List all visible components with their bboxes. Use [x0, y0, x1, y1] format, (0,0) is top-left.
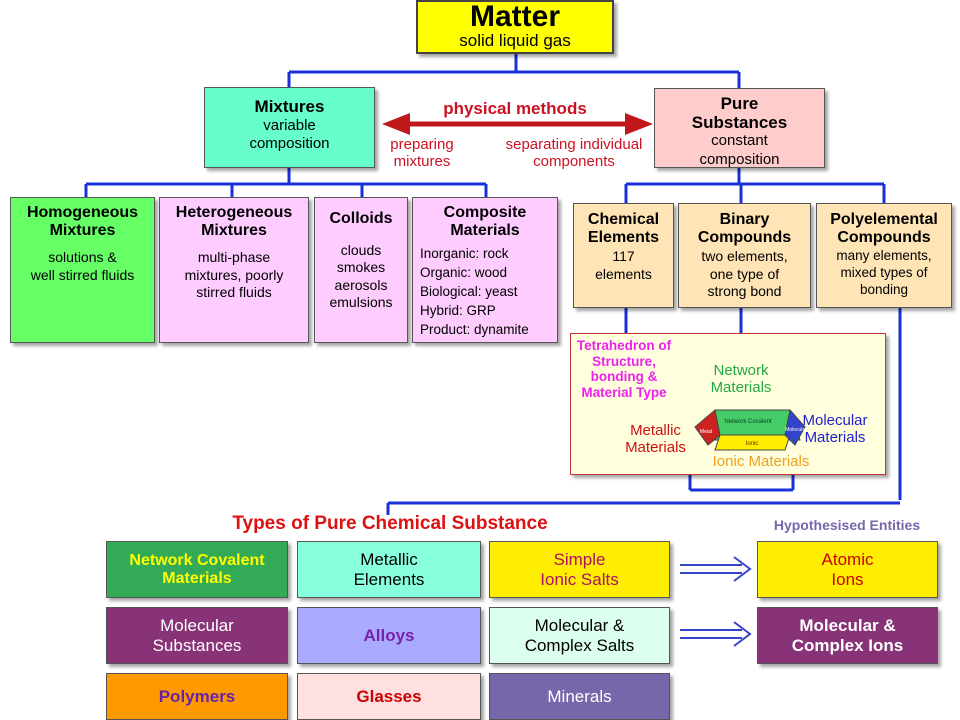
alloys-box: Alloys: [297, 607, 481, 664]
hypothesised-entities-label: Hypothesised Entities: [773, 517, 921, 533]
network-covalent-label: Network Covalent Materials: [129, 551, 265, 587]
atomic-ions-box: Atomic Ions: [757, 541, 938, 598]
glasses-box: Glasses: [297, 673, 481, 720]
polymers-box: Polymers: [106, 673, 288, 720]
pure-substances-box: Pure Substances constant composition: [654, 88, 825, 168]
binary-compounds-title: Binary Compounds: [697, 211, 792, 246]
mixtures-box: Mixtures variable composition: [204, 87, 375, 168]
polyelemental-text: many elements, mixed types of bonding: [836, 248, 932, 297]
simple-ionic-salts-label: Simple Ionic Salts: [540, 550, 619, 589]
heterogeneous-text: multi-phase mixtures, poorly stirred flu…: [184, 249, 284, 301]
binary-compounds-box: Binary Compounds two elements, one type …: [678, 203, 811, 308]
binary-compounds-text: two elements, one type of strong bond: [701, 248, 788, 300]
heterogeneous-mixtures-box: Heterogeneous Mixtures multi-phase mixtu…: [159, 197, 309, 343]
mixtures-subtitle: variable composition: [249, 116, 330, 153]
face-network-label: Network Covalent: [724, 419, 772, 425]
composite-title: Composite Materials: [443, 204, 527, 239]
chemical-elements-text: 117 elements: [595, 248, 652, 282]
minerals-box: Minerals: [489, 673, 670, 720]
tetrahedron-graphic: Network Covalent Metal Ionic Molecular: [694, 408, 807, 451]
mixtures-title: Mixtures: [254, 97, 325, 116]
face-metal-label: Metal: [700, 429, 712, 435]
face-ionic-label: Ionic: [746, 441, 759, 447]
homogeneous-text: solutions & well stirred fluids: [30, 249, 135, 283]
network-covalent-materials-box: Network Covalent Materials: [106, 541, 288, 598]
homogeneous-title: Homogeneous Mixtures: [26, 204, 139, 239]
matter-subtitle: solid liquid gas: [459, 31, 571, 50]
colloids-text: clouds smokes aerosols emulsions: [329, 241, 393, 311]
separating-components-label: separating individual components: [505, 136, 643, 171]
molecular-materials-label: Molecular Materials: [802, 412, 868, 447]
metallic-materials-label: Metallic Materials: [625, 422, 686, 457]
composite-text: Inorganic: rock Organic: wood Biological…: [420, 246, 529, 337]
molecular-complex-ions-box: Molecular & Complex Ions: [757, 607, 938, 664]
homogeneous-mixtures-box: Homogeneous Mixtures solutions & well st…: [10, 197, 155, 343]
pure-substances-subtitle: constant composition: [699, 132, 780, 169]
matter-box: Matter solid liquid gas: [416, 0, 614, 54]
molecular-complex-salts-box: Molecular & Complex Salts: [489, 607, 670, 664]
polyelemental-compounds-box: Polyelemental Compounds many elements, m…: [816, 203, 952, 308]
molecular-complex-salts-label: Molecular & Complex Salts: [524, 616, 635, 655]
ionic-materials-label: Ionic Materials: [712, 453, 810, 470]
matter-title: Matter: [469, 0, 560, 33]
glasses-label: Glasses: [356, 686, 422, 706]
composite-materials-box: Composite Materials Inorganic: rock Orga…: [412, 197, 558, 343]
colloids-box: Colloids clouds smokes aerosols emulsion…: [314, 197, 408, 343]
molecular-substances-label: Molecular Substances: [152, 616, 242, 655]
metallic-elements-box: Metallic Elements: [297, 541, 481, 598]
types-title: Types of Pure Chemical Substance: [232, 513, 548, 534]
tetrahedron-panel: [570, 333, 886, 475]
metallic-elements-label: Metallic Elements: [353, 550, 425, 589]
tetrahedron-title: Tetrahedron of Structure, bonding & Mate…: [576, 338, 672, 400]
network-materials-label: Network Materials: [710, 362, 772, 397]
physical-methods-label: physical methods: [443, 99, 587, 118]
heterogeneous-title: Heterogeneous Mixtures: [175, 204, 293, 239]
chemical-elements-title: Chemical Elements: [587, 211, 660, 246]
molecular-complex-ions-label: Molecular & Complex Ions: [791, 616, 904, 655]
polymers-label: Polymers: [158, 686, 236, 706]
preparing-mixtures-label: preparing mixtures: [390, 136, 454, 171]
molecular-substances-box: Molecular Substances: [106, 607, 288, 664]
pure-substances-title: Pure Substances: [691, 94, 788, 132]
chemical-elements-box: Chemical Elements 117 elements: [573, 203, 674, 308]
face-molecular-label: Molecular: [785, 427, 807, 433]
colloids-title: Colloids: [329, 210, 393, 227]
simple-ionic-salts-box: Simple Ionic Salts: [489, 541, 670, 598]
atomic-ions-label: Atomic Ions: [821, 550, 874, 589]
polyelemental-title: Polyelemental Compounds: [830, 211, 938, 246]
alloys-label: Alloys: [363, 625, 415, 645]
minerals-label: Minerals: [547, 686, 612, 706]
